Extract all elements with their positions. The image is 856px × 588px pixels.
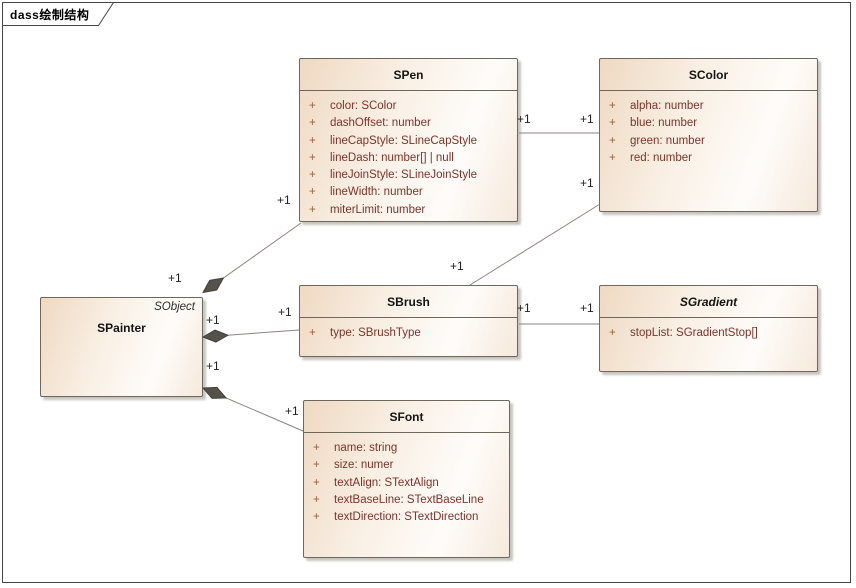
class-scolor-attributes: + alpha: number + blue: number + green: num…: [600, 91, 817, 167]
class-sbrush-attributes: + type: SBrushType: [300, 318, 517, 342]
attribute-text: dashOffset: number: [330, 117, 431, 130]
visibility-public-marker: +: [609, 134, 616, 147]
class-spen-title: SPen: [300, 59, 517, 91]
visibility-public-marker: +: [309, 117, 316, 130]
attribute-row[interactable]: + alpha: number: [600, 98, 817, 115]
visibility-public-marker: +: [309, 327, 316, 339]
multiplicity-label: +1: [278, 305, 292, 319]
attribute-row[interactable]: + stopList: SGradientStop[]: [600, 325, 817, 342]
class-scolor-title: SColor: [600, 59, 817, 91]
parent-class-label: SObject: [154, 301, 195, 313]
visibility-public-marker: +: [313, 459, 320, 472]
visibility-public-marker: +: [609, 100, 616, 112]
multiplicity-label: +1: [277, 193, 291, 207]
class-sbrush[interactable]: SBrush + type: SBrushType: [299, 285, 518, 357]
class-sfont-attributes: + name: string + size: numer + textAlign: S…: [304, 433, 509, 526]
multiplicity-label: +1: [285, 404, 299, 418]
visibility-public-marker: +: [313, 476, 320, 489]
visibility-public-marker: +: [609, 151, 616, 164]
attribute-text: textDirection: STextDirection: [334, 511, 479, 524]
visibility-public-marker: +: [309, 186, 316, 199]
class-sgradient-attributes: + stopList: SGradientStop[]: [600, 318, 817, 342]
class-sgradient[interactable]: SGradient + stopList: SGradientStop[]: [599, 285, 818, 372]
visibility-public-marker: +: [309, 134, 316, 147]
class-spainter-title: SPainter: [97, 321, 146, 335]
attribute-row[interactable]: + textDirection: STextDirection: [304, 509, 509, 526]
attribute-text: type: SBrushType: [330, 327, 421, 339]
attribute-text: alpha: number: [630, 100, 704, 112]
attribute-text: lineCapStyle: SLineCapStyle: [330, 134, 478, 147]
attribute-row[interactable]: + lineWidth: number: [300, 184, 517, 201]
frame-title: dass绘制结构: [10, 8, 90, 22]
attribute-row[interactable]: + textAlign: STextAlign: [304, 475, 509, 492]
attribute-text: green: number: [630, 134, 705, 147]
multiplicity-label: +1: [168, 271, 182, 285]
multiplicity-label: +1: [580, 176, 594, 190]
multiplicity-label: +1: [206, 359, 220, 373]
class-sfont-title: SFont: [304, 401, 509, 433]
class-sgradient-title: SGradient: [600, 286, 817, 318]
visibility-public-marker: +: [313, 493, 320, 506]
attribute-text: blue: number: [630, 117, 698, 130]
attribute-text: lineWidth: number: [330, 186, 423, 199]
attribute-row[interactable]: + red: number: [600, 150, 817, 167]
frame-tab-shape: [2, 2, 115, 26]
attribute-text: size: numer: [334, 459, 394, 472]
class-sfont[interactable]: SFont + name: string + size: numer + textAl…: [303, 400, 510, 558]
attribute-text: red: number: [630, 151, 693, 164]
multiplicity-label: +1: [517, 301, 531, 315]
class-spainter[interactable]: SObject SPainter: [40, 297, 203, 397]
class-scolor[interactable]: SColor + alpha: number + blue: number + gre…: [599, 58, 818, 212]
attribute-row[interactable]: + green: number: [600, 133, 817, 150]
visibility-public-marker: +: [609, 327, 616, 339]
attribute-row[interactable]: + miterLimit: number: [300, 202, 517, 219]
attribute-text: stopList: SGradientStop[]: [630, 327, 758, 339]
multiplicity-label: +1: [580, 301, 594, 315]
attribute-row[interactable]: + type: SBrushType: [300, 325, 517, 342]
attribute-text: name: string: [334, 442, 398, 454]
attribute-text: textAlign: STextAlign: [334, 476, 439, 489]
attribute-text: lineJoinStyle: SLineJoinStyle: [330, 169, 478, 182]
attribute-text: lineDash: number[] | null: [330, 151, 454, 164]
attribute-row[interactable]: + name: string: [304, 440, 509, 457]
attribute-row[interactable]: + lineCapStyle: SLineCapStyle: [300, 133, 517, 150]
attribute-row[interactable]: + lineDash: number[] | null: [300, 150, 517, 167]
visibility-public-marker: +: [309, 203, 316, 216]
visibility-public-marker: +: [313, 442, 320, 454]
visibility-public-marker: +: [309, 151, 316, 164]
class-sbrush-title: SBrush: [300, 286, 517, 318]
attribute-row[interactable]: + size: numer: [304, 457, 509, 474]
attribute-row[interactable]: + textBaseLine: STextBaseLine: [304, 492, 509, 509]
attribute-row[interactable]: + color: SColor: [300, 98, 517, 115]
visibility-public-marker: +: [609, 117, 616, 130]
attribute-row[interactable]: + lineJoinStyle: SLineJoinStyle: [300, 167, 517, 184]
visibility-public-marker: +: [309, 169, 316, 182]
attribute-row[interactable]: + blue: number: [600, 115, 817, 132]
multiplicity-label: +1: [580, 112, 594, 126]
attribute-text: color: SColor: [330, 100, 397, 112]
attribute-text: miterLimit: number: [330, 203, 426, 216]
multiplicity-label: +1: [517, 112, 531, 126]
class-spen[interactable]: SPen + color: SColor + dashOffset: number …: [299, 58, 518, 222]
multiplicity-label: +1: [450, 259, 464, 273]
attribute-row[interactable]: + dashOffset: number: [300, 115, 517, 132]
visibility-public-marker: +: [309, 100, 316, 112]
visibility-public-marker: +: [313, 511, 320, 524]
attribute-text: textBaseLine: STextBaseLine: [334, 493, 484, 506]
class-spen-attributes: + color: SColor + dashOffset: number + line…: [300, 91, 517, 219]
multiplicity-label: +1: [206, 313, 220, 327]
frame-tab: [2, 2, 115, 26]
